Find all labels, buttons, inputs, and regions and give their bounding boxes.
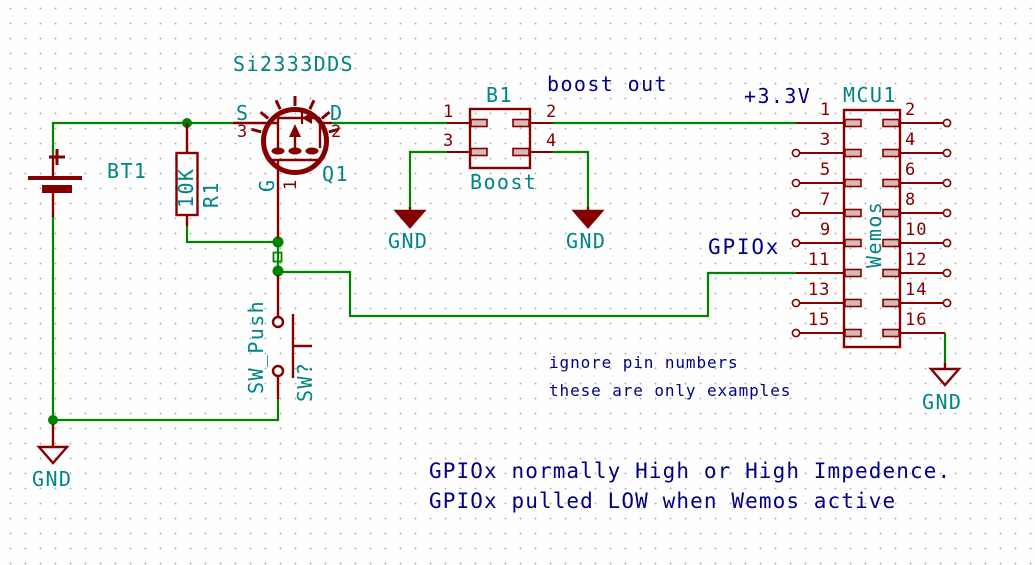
battery-plate-bottom bbox=[42, 185, 72, 193]
gnd-symbol-boost-left[interactable] bbox=[393, 207, 427, 229]
battery-ref-label: BT1 bbox=[107, 159, 148, 183]
mcu-pin-number-8: 8 bbox=[905, 190, 917, 210]
mosfet-body-diode bbox=[302, 112, 312, 124]
mcu-pin-number-9: 9 bbox=[820, 220, 832, 240]
gnd-symbol-boost-right[interactable] bbox=[571, 207, 605, 229]
boost-pin1-number: 1 bbox=[443, 102, 455, 122]
mcu-body bbox=[842, 108, 902, 349]
mosfet-source-name: S bbox=[236, 101, 250, 125]
wire-boost-pin3-gnd bbox=[408, 150, 447, 207]
gnd-triangle-hollow bbox=[928, 367, 962, 387]
junction-gate-top bbox=[272, 236, 284, 248]
mcu-connector-symbol[interactable] bbox=[791, 108, 952, 349]
boost-pin3-number: 3 bbox=[443, 131, 455, 151]
gnd-label-mcu: GND bbox=[922, 390, 963, 414]
mosfet-contact-left bbox=[271, 147, 285, 155]
wire-boost-pin4-gnd bbox=[553, 150, 590, 207]
boost-ref-label: B1 bbox=[486, 83, 513, 107]
mcu-pin-number-2: 2 bbox=[905, 100, 917, 120]
mosfet-contact-mid bbox=[288, 147, 302, 155]
mcu-ref-label: MCU1 bbox=[843, 83, 897, 107]
mcu-pin-number-13: 13 bbox=[808, 280, 831, 300]
mosfet-gate-number: 1 bbox=[281, 178, 301, 190]
mosfet-rays bbox=[251, 96, 339, 134]
mosfet-ref-label: Q1 bbox=[322, 162, 349, 186]
mcu-value-label: Wemos bbox=[862, 200, 886, 268]
gnd-symbol-mcu[interactable] bbox=[928, 363, 962, 387]
mcu-pin-number-11: 11 bbox=[808, 250, 831, 270]
mosfet-contact-right bbox=[305, 147, 319, 155]
resistor-symbol[interactable] bbox=[175, 123, 199, 226]
switch-top-contact bbox=[271, 315, 285, 329]
boost-module-symbol[interactable] bbox=[447, 107, 553, 170]
resistor-ref-label: R1 bbox=[199, 181, 223, 208]
boost-pin4-number: 4 bbox=[546, 131, 558, 151]
wire-battery-rail bbox=[51, 121, 233, 155]
gnd-triangle-hollow bbox=[36, 445, 70, 465]
mosfet-drain-name: D bbox=[330, 101, 344, 125]
mosfet-source-number: 3 bbox=[237, 122, 249, 142]
gnd-label-battery: GND bbox=[32, 467, 73, 491]
mcu-unconnected-pin-circles bbox=[791, 118, 952, 338]
mosfet-symbol[interactable] bbox=[233, 96, 339, 238]
mcu-pin-number-1: 1 bbox=[820, 100, 832, 120]
boost-body bbox=[468, 107, 532, 170]
wire-bottom-rail bbox=[51, 217, 280, 422]
mcu-pin-number-12: 12 bbox=[905, 250, 928, 270]
junction-battery-gnd bbox=[48, 415, 58, 425]
resistor-value-label: 10K bbox=[174, 167, 198, 208]
junction-dots bbox=[48, 118, 284, 425]
switch-value-label: SW_Push bbox=[244, 299, 268, 394]
gnd-label-boost-left: GND bbox=[388, 229, 429, 253]
mcu-pin-number-14: 14 bbox=[905, 280, 928, 300]
wire-r1-to-gate bbox=[185, 226, 278, 244]
mcu-pin-slots bbox=[844, 118, 900, 338]
gnd-symbol-battery[interactable] bbox=[36, 424, 70, 465]
wire-layer[interactable] bbox=[51, 121, 947, 422]
gnd-triangle-filled bbox=[571, 209, 605, 229]
junction-gate-bottom bbox=[272, 265, 284, 277]
note-ignore-pins-line1: ignore pin numbers bbox=[549, 353, 739, 372]
mcu-pin-number-6: 6 bbox=[905, 160, 917, 180]
mcu-pin-number-15: 15 bbox=[808, 310, 831, 330]
net-label-gpiox: GPIOx bbox=[708, 235, 781, 259]
boost-pin-slots bbox=[470, 118, 530, 157]
mosfet-value-label: Si2333DDS bbox=[233, 52, 354, 76]
mcu-pin-number-5: 5 bbox=[820, 160, 832, 180]
note-ignore-pins-line2: these are only examples bbox=[549, 381, 792, 400]
switch-ref-label: SW? bbox=[293, 361, 317, 402]
net-tie-marker bbox=[272, 251, 283, 263]
mosfet-ring bbox=[261, 107, 329, 175]
mcu-pin-number-7: 7 bbox=[820, 190, 832, 210]
switch-bottom-contact bbox=[271, 364, 285, 378]
boost-value-label: Boost bbox=[470, 170, 538, 194]
mcu-pin-stubs bbox=[796, 122, 945, 334]
wire-gpiox bbox=[278, 270, 796, 318]
gnd-triangle-filled bbox=[393, 209, 427, 229]
note-gpiox-line1: GPIOx normally High or High Impedence. bbox=[429, 459, 952, 483]
net-label-boost-out: boost out bbox=[547, 72, 668, 96]
mcu-pin-number-4: 4 bbox=[905, 130, 917, 150]
mosfet-gate-name: G bbox=[255, 178, 279, 192]
mcu-pin-number-10: 10 bbox=[905, 220, 928, 240]
mosfet-arrow bbox=[289, 124, 301, 137]
push-button-symbol[interactable] bbox=[271, 275, 312, 399]
mcu-pin-number-3: 3 bbox=[820, 130, 832, 150]
mosfet-drain-number: 2 bbox=[331, 122, 343, 142]
gnd-label-boost-right: GND bbox=[566, 229, 607, 253]
boost-pin2-number: 2 bbox=[546, 102, 558, 122]
note-gpiox-line2: GPIOx pulled LOW when Wemos active bbox=[429, 489, 897, 513]
mcu-pin-number-16: 16 bbox=[905, 310, 928, 330]
net-label-3v3: +3.3V bbox=[744, 84, 812, 108]
battery-symbol[interactable] bbox=[28, 149, 82, 217]
